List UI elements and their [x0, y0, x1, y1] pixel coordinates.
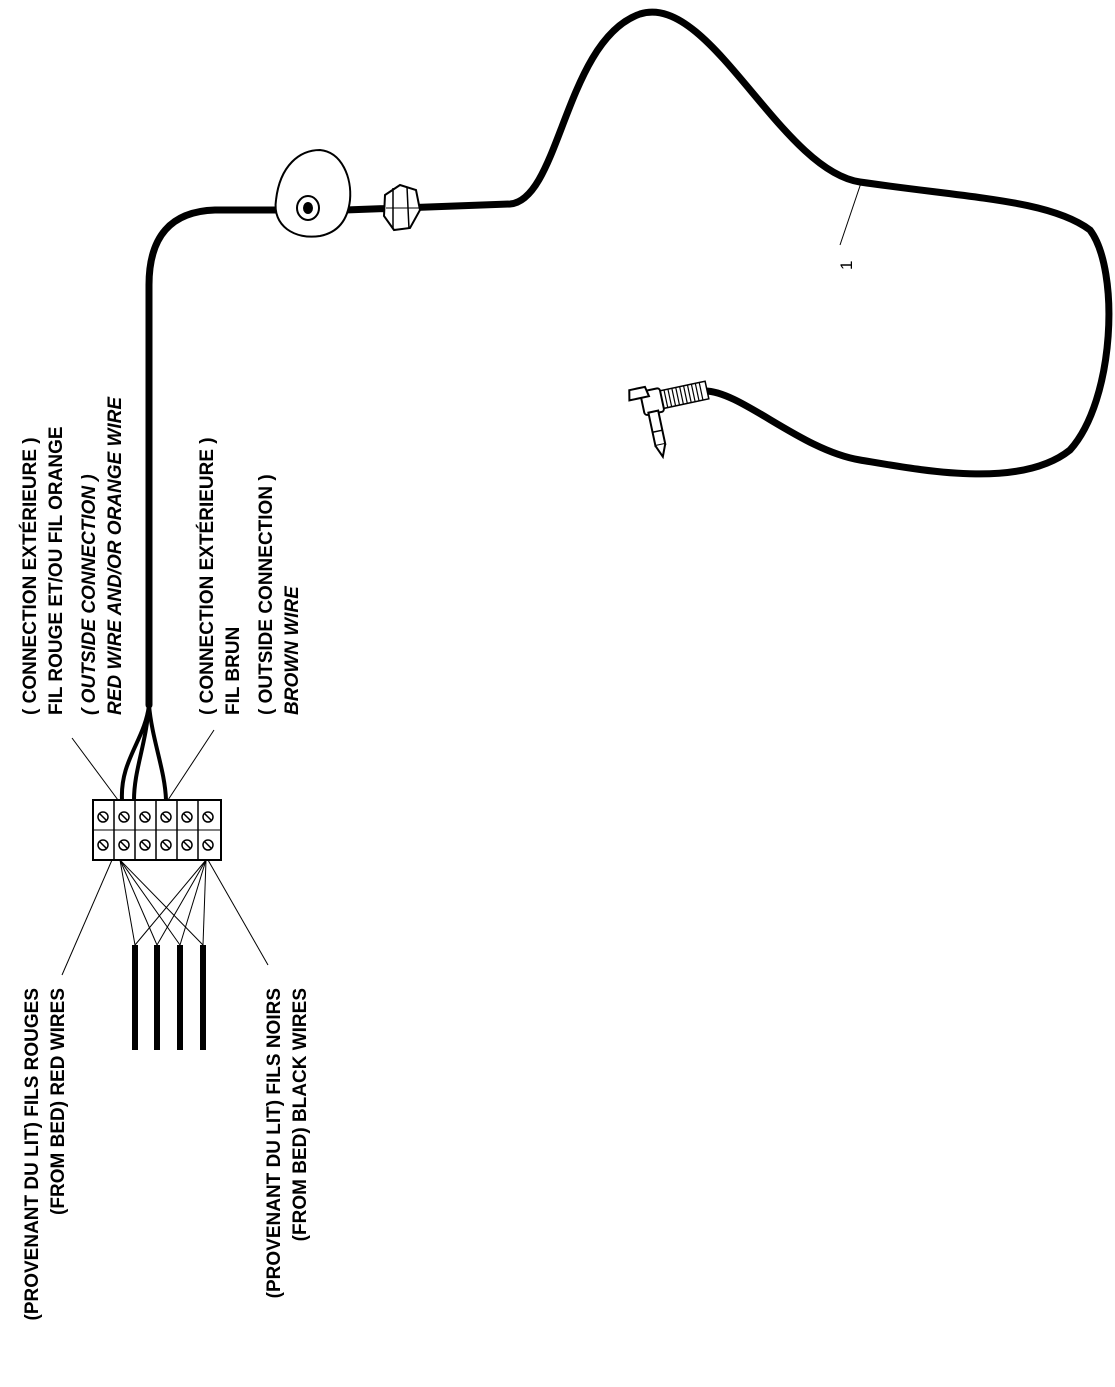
breakout-wires [119, 703, 168, 802]
label-line: RED WIRE AND/OR ORANGE WIRE [105, 396, 126, 715]
label-line: BROWN WIRE [282, 585, 303, 715]
label-line: FIL BRUN [223, 627, 244, 715]
callout-leader [839, 179, 863, 246]
main-cable [145, 206, 289, 709]
label-line: ( OUTSIDE CONNECTION ) [79, 474, 100, 715]
callout-number: 1 [837, 261, 856, 270]
label-outside-red: ( CONNECTION EXTÉRIEURE ) FIL ROUGE ET/O… [19, 396, 126, 715]
label-line: FIL ROUGE ET/OU FIL ORANGE [46, 426, 67, 715]
bed-wires [132, 945, 206, 1050]
main-cable-upper [341, 8, 1113, 478]
label-bed-red: (PROVENANT DU LIT) FILS ROUGES (FROM BED… [22, 988, 69, 1321]
bed-fan-wires [119, 859, 207, 946]
label-line: ( CONNECTION EXTÉRIEURE ) [19, 437, 41, 715]
label-line: (PROVENANT DU LIT) FILS ROUGES [22, 988, 43, 1321]
label-outside-brown: ( CONNECTION EXTÉRIEURE ) FIL BRUN ( OUT… [196, 437, 303, 715]
label-leaders [61, 729, 269, 976]
label-line: (FROM BED) RED WIRES [48, 988, 69, 1215]
label-bed-black: (PROVENANT DU LIT) FILS NOIRS (FROM BED)… [264, 988, 311, 1298]
label-line: (FROM BED) BLACK WIRES [290, 988, 311, 1241]
label-line: ( CONNECTION EXTÉRIEURE ) [196, 437, 218, 715]
jack-plug [628, 380, 710, 460]
label-line: (PROVENANT DU LIT) FILS NOIRS [264, 988, 285, 1298]
grommet-plate [274, 148, 352, 238]
strain-relief-nut [382, 183, 422, 232]
terminal-strip [92, 799, 222, 861]
label-line: ( OUTSIDE CONNECTION ) [256, 474, 277, 715]
